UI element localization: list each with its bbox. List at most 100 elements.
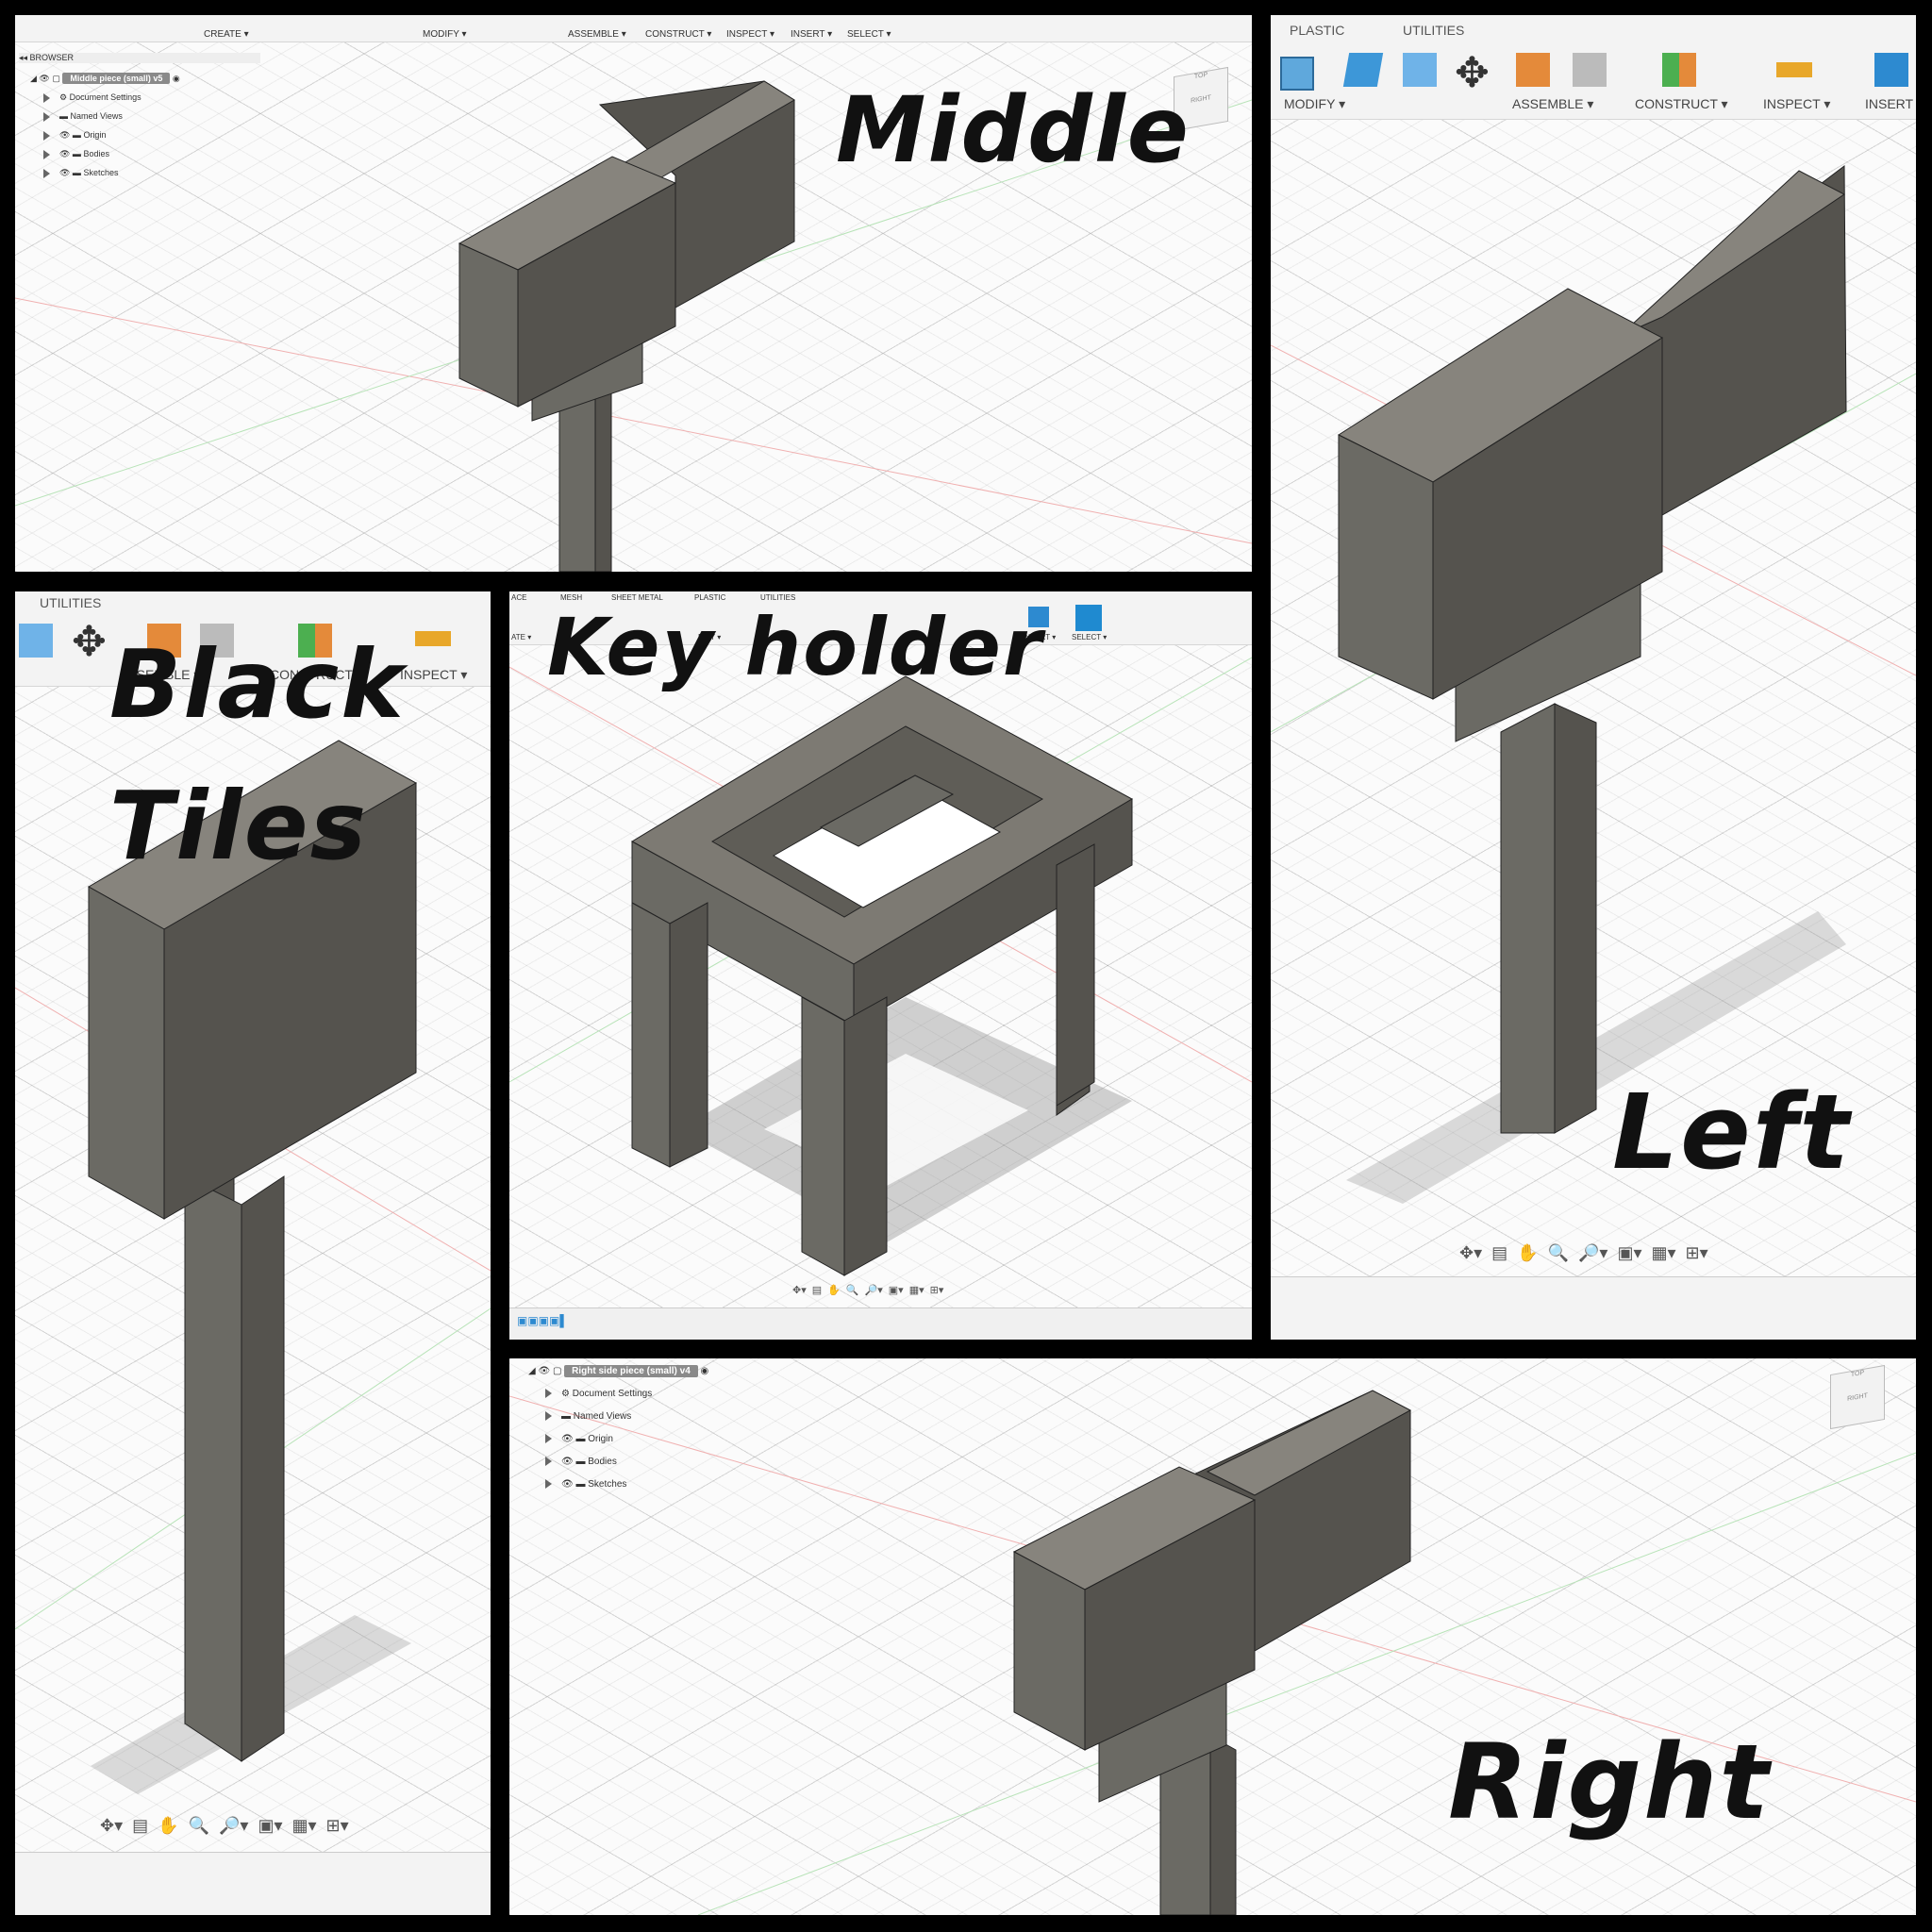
look-at-icon[interactable]: ▤ xyxy=(132,1816,149,1835)
toolbar-insert[interactable]: INSERT ▾ xyxy=(791,29,833,40)
insert-image-icon[interactable] xyxy=(1028,607,1049,627)
toolbar: PLASTIC UTILITIES ✥ MODIFY ▾ ASSEMBLE ▾ … xyxy=(1271,15,1916,120)
toolbar-inspect[interactable]: INSPECT ▾ xyxy=(1763,96,1831,111)
browser-item-bodies[interactable]: 👁 ▬ Bodies xyxy=(43,149,109,159)
tab-utilities[interactable]: UTILITIES xyxy=(40,595,102,610)
tab-utilities[interactable]: UTILITIES xyxy=(1403,23,1465,38)
select-icon[interactable] xyxy=(1075,605,1102,631)
pan-icon[interactable]: ✋ xyxy=(1517,1243,1539,1262)
measure-icon[interactable] xyxy=(415,631,451,646)
browser-root[interactable]: ◢ 👁 ▢ Right side piece (small) v4 ◉ xyxy=(528,1365,709,1377)
browser-item-document-settings[interactable]: ⚙ Document Settings xyxy=(43,92,142,103)
tab-plastic[interactable]: PLASTIC xyxy=(694,593,726,602)
key-holder-model xyxy=(509,657,1252,1276)
combine-icon[interactable] xyxy=(1342,53,1384,87)
offset-face-icon[interactable] xyxy=(19,624,53,658)
fit-icon[interactable]: 🔎▾ xyxy=(864,1285,883,1296)
browser-item-origin[interactable]: 👁 ▬ Origin xyxy=(545,1434,613,1444)
navigation-bar: ✥▾ ▤ ✋ 🔍 🔎▾ ▣▾ ▦▾ ⊞▾ xyxy=(1459,1243,1708,1263)
move-icon[interactable]: ✥ xyxy=(72,619,107,665)
fit-icon[interactable]: 🔎▾ xyxy=(218,1816,249,1835)
toolbar: ACE MESH SHEET METAL PLASTIC UTILITIES A… xyxy=(509,591,1252,645)
toolbar-construct[interactable]: CONSTRUCT ▾ xyxy=(1635,96,1728,111)
display-settings-icon[interactable]: ▣▾ xyxy=(888,1285,904,1296)
move-icon[interactable]: ✥ xyxy=(1455,50,1490,96)
right-piece-model xyxy=(509,1390,1916,1915)
tab-sheet-metal[interactable]: SHEET METAL xyxy=(611,593,663,602)
toolbar-modify[interactable]: MODIFY ▾ xyxy=(423,29,467,40)
joint-icon[interactable] xyxy=(200,624,234,658)
display-settings-icon[interactable]: ▣▾ xyxy=(258,1816,283,1835)
toolbar-modify[interactable]: MODIFY ▾ xyxy=(1284,96,1346,111)
insert-image-icon[interactable] xyxy=(1874,53,1908,87)
browser-panel: ◢ 👁 ▢ Right side piece (small) v4 ◉ ⚙ Do… xyxy=(519,1365,783,1517)
navigation-bar: ✥▾ ▤ ✋ 🔍 🔎▾ ▣▾ ▦▾ ⊞▾ xyxy=(792,1284,943,1296)
label-black-tiles-line2: Tiles xyxy=(109,771,369,881)
viewports-icon[interactable]: ⊞▾ xyxy=(1685,1243,1708,1262)
zoom-icon[interactable]: 🔍 xyxy=(845,1285,859,1296)
toolbar-construct[interactable]: CONSTRUCT xyxy=(270,667,353,682)
browser-item-origin[interactable]: 👁 ▬ Origin xyxy=(43,130,106,141)
viewcube-right[interactable]: RIGHT xyxy=(1847,1392,1868,1403)
label-right: Right xyxy=(1448,1722,1772,1842)
label-key-holder: Key holder xyxy=(547,601,1044,693)
browser-item-sketches[interactable]: 👁 ▬ Sketches xyxy=(43,168,118,178)
toolbar-create[interactable]: CREATE ▾ xyxy=(204,29,249,40)
navigation-bar: ✥▾ ▤ ✋ 🔍 🔎▾ ▣▾ ▦▾ ⊞▾ xyxy=(100,1816,349,1836)
orbit-icon[interactable]: ✥▾ xyxy=(1459,1243,1483,1262)
status-bar xyxy=(15,1852,491,1915)
toolbar-construct[interactable]: CONSTRUCT ▾ xyxy=(645,29,712,40)
browser-item-named-views[interactable]: ▬ Named Views xyxy=(545,1411,631,1422)
tab-ace[interactable]: ACE xyxy=(511,593,527,602)
panel-black-tiles: UTILITIES ✥ ASSEMBLE ▾ CONSTRUCT INSPECT… xyxy=(15,591,491,1915)
timeline-bar[interactable]: ▣▣▣▣▌ xyxy=(509,1307,1252,1340)
tab-mesh[interactable]: MESH xyxy=(560,593,583,602)
browser-item-sketches[interactable]: 👁 ▬ Sketches xyxy=(545,1479,626,1490)
panel-left: PLASTIC UTILITIES ✥ MODIFY ▾ ASSEMBLE ▾ … xyxy=(1271,15,1916,1340)
toolbar-insert[interactable]: INSERT ▾ xyxy=(1023,633,1057,641)
toolbar-create[interactable]: ATE ▾ xyxy=(511,633,532,641)
toolbar-select[interactable]: SELECT ▾ xyxy=(1072,633,1108,641)
toolbar-inspect[interactable]: INSPECT ▾ xyxy=(726,29,774,40)
grid-settings-icon[interactable]: ▦▾ xyxy=(1651,1243,1676,1262)
joint-icon[interactable] xyxy=(1573,53,1607,87)
toolbar-assemble[interactable]: ASSEMBLE ▾ xyxy=(568,29,626,40)
measure-icon[interactable] xyxy=(1776,62,1812,77)
grid-settings-icon[interactable]: ▦▾ xyxy=(291,1816,317,1835)
new-component-icon[interactable] xyxy=(147,624,181,658)
toolbar-inspect[interactable]: INSPECT ▾ xyxy=(400,667,468,682)
construct-plane-icon[interactable] xyxy=(1662,53,1696,87)
toolbar-select[interactable]: SELECT ▾ xyxy=(847,29,891,40)
offset-face-icon[interactable] xyxy=(1403,53,1437,87)
browser-item-named-views[interactable]: ▬ Named Views xyxy=(43,111,123,122)
panel-middle: CREATE ▾ MODIFY ▾ ASSEMBLE ▾ CONSTRUCT ▾… xyxy=(15,15,1252,572)
modify-icon[interactable] xyxy=(1280,57,1314,91)
look-at-icon[interactable]: ▤ xyxy=(811,1285,823,1296)
tab-plastic[interactable]: PLASTIC xyxy=(1290,23,1345,38)
pan-icon[interactable]: ✋ xyxy=(827,1285,841,1296)
pan-icon[interactable]: ✋ xyxy=(158,1816,179,1835)
toolbar-insert[interactable]: INSERT xyxy=(1865,96,1914,111)
browser-panel: ◂◂ BROWSER ◢ 👁 ▢ Middle piece (small) v5… xyxy=(15,49,260,200)
display-settings-icon[interactable]: ▣▾ xyxy=(1617,1243,1642,1262)
viewports-icon[interactable]: ⊞▾ xyxy=(929,1285,944,1296)
zoom-icon[interactable]: 🔍 xyxy=(188,1816,209,1835)
tab-utilities[interactable]: UTILITIES xyxy=(760,593,796,602)
fit-icon[interactable]: 🔎▾ xyxy=(1577,1243,1608,1262)
construct-plane-icon[interactable] xyxy=(298,624,332,658)
look-at-icon[interactable]: ▤ xyxy=(1491,1243,1508,1262)
toolbar-modify[interactable]: DIFY ▾ xyxy=(698,633,722,641)
toolbar-assemble[interactable]: ASSEMBLE ▾ xyxy=(1512,96,1594,111)
viewcube[interactable]: TOP RIGHT xyxy=(1830,1364,1885,1430)
browser-root[interactable]: ◢ 👁 ▢ Middle piece (small) v5 ◉ xyxy=(30,73,180,84)
browser-item-document-settings[interactable]: ⚙ Document Settings xyxy=(545,1389,652,1399)
zoom-icon[interactable]: 🔍 xyxy=(1547,1243,1569,1262)
toolbar-assemble[interactable]: ASSEMBLE ▾ xyxy=(119,667,201,682)
viewports-icon[interactable]: ⊞▾ xyxy=(325,1816,349,1835)
grid-settings-icon[interactable]: ▦▾ xyxy=(908,1285,924,1296)
browser-item-bodies[interactable]: 👁 ▬ Bodies xyxy=(545,1457,617,1467)
orbit-icon[interactable]: ✥▾ xyxy=(100,1816,124,1835)
status-bar xyxy=(1271,1276,1916,1340)
new-component-icon[interactable] xyxy=(1516,53,1550,87)
orbit-icon[interactable]: ✥▾ xyxy=(792,1285,807,1296)
